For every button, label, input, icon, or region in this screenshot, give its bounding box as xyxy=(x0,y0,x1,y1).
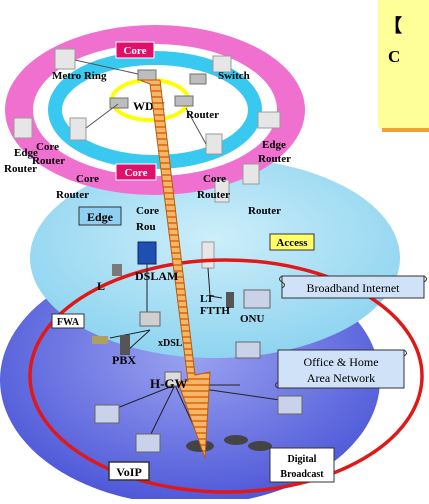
switch-icon xyxy=(189,73,207,85)
edge-router-label: Edge xyxy=(14,147,38,159)
voip-badge: VoIP xyxy=(108,461,150,481)
core-router-label: Router xyxy=(56,189,89,201)
edge-badge: Edge xyxy=(78,206,122,226)
edge-router-label: Router xyxy=(258,153,291,165)
svg-text:Core: Core xyxy=(124,167,147,179)
xdsl-label: xDSL xyxy=(158,338,183,349)
fwa-badge: FWA xyxy=(51,313,85,329)
svg-text:Access: Access xyxy=(276,237,308,249)
svg-text:Core: Core xyxy=(123,45,146,57)
access-node-label: L xyxy=(97,279,105,293)
antenna-icon xyxy=(112,264,122,276)
router-label: Router xyxy=(186,109,219,121)
core-badge-top: Core xyxy=(115,41,155,59)
olt-label: LT xyxy=(200,293,214,305)
access-badge: Access xyxy=(269,233,315,251)
core-router-label: Core xyxy=(36,141,59,153)
core-router-label: Router xyxy=(32,155,65,167)
svg-text:Office & Home: Office & Home xyxy=(303,355,378,369)
onu-icon xyxy=(226,292,234,308)
router-icon xyxy=(54,48,76,70)
svg-text:Area Network: Area Network xyxy=(307,371,375,385)
core-router-label: Core xyxy=(203,173,226,185)
edge-router-label: Router xyxy=(4,163,37,175)
monitor-icon xyxy=(235,341,261,359)
router-label: Router xyxy=(248,205,281,217)
monitor-icon xyxy=(277,395,303,415)
metro-ring-label: Metro Ring xyxy=(52,70,107,82)
dslam-icon xyxy=(137,241,157,265)
data-flow-arrow xyxy=(139,79,211,459)
pbx-icon xyxy=(120,335,130,355)
router-icon xyxy=(13,117,33,139)
note-bracket: 【 xyxy=(384,16,402,36)
router-icon xyxy=(201,241,215,269)
router-icon xyxy=(214,179,230,203)
switch-icon xyxy=(174,95,194,107)
edge-layer xyxy=(30,158,400,358)
svg-text:Edge: Edge xyxy=(87,210,114,224)
hgw-icon xyxy=(164,371,182,387)
monitor-icon xyxy=(135,433,161,453)
edge-router-label: Edge xyxy=(262,139,286,151)
monitor-icon xyxy=(94,404,120,424)
hgw-label: H-GW xyxy=(150,376,188,391)
onu-label: ONU xyxy=(240,313,265,325)
svg-text:Broadband Internet: Broadband Internet xyxy=(307,281,401,295)
router-icon xyxy=(257,111,281,129)
access-highlight-ellipse xyxy=(28,258,424,494)
core-router-label: Core xyxy=(136,205,159,217)
phone-icon xyxy=(248,441,272,451)
router-icon xyxy=(212,55,232,73)
pbx-label: PBX xyxy=(112,353,136,367)
core-router-label: Core xyxy=(76,173,99,185)
broadband-internet-scroll: Broadband Internet xyxy=(279,275,427,299)
svg-text:Digital: Digital xyxy=(288,454,317,465)
core-router-label: Rou xyxy=(136,221,156,233)
switch-label: Switch xyxy=(218,70,250,82)
note-letter: C xyxy=(388,47,400,66)
metro-band xyxy=(48,51,262,169)
modem-icon xyxy=(139,311,161,327)
digital-broadcast-badge: Digital Broadcast xyxy=(269,447,335,483)
phone-icon xyxy=(224,435,248,445)
router-icon xyxy=(242,163,260,185)
dslam-label: DSLAM xyxy=(135,269,178,283)
core-badge-mid: Core xyxy=(115,163,157,181)
ftth-label: FTTH xyxy=(200,305,230,317)
router-icon xyxy=(69,117,87,141)
router-icon xyxy=(205,133,223,155)
switch-icon xyxy=(137,69,157,81)
svg-text:FWA: FWA xyxy=(57,317,80,328)
core-router-label: Router xyxy=(197,189,230,201)
phone-icon xyxy=(186,440,214,452)
fwa-device-icon xyxy=(92,336,108,344)
switch-icon xyxy=(109,97,129,109)
monitor-icon xyxy=(243,289,271,309)
office-home-scroll: Office & Home Area Network xyxy=(275,349,407,389)
note-box: 【 C xyxy=(378,0,429,132)
svg-text:VoIP: VoIP xyxy=(116,465,142,479)
svg-text:Broadcast: Broadcast xyxy=(280,469,324,480)
